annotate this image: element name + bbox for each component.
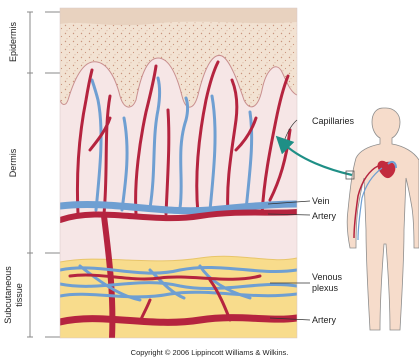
subcutaneous-label-line2: tissue <box>14 283 24 307</box>
capillaries-label: Capillaries <box>312 116 355 126</box>
layer-scale <box>27 12 60 337</box>
subcutaneous-label-line1: Subcutaneous <box>3 266 13 324</box>
artery-lower-label: Artery <box>312 315 337 325</box>
human-silhouette <box>346 108 419 330</box>
epidermis-label: Epidermis <box>8 21 18 62</box>
vein-label: Vein <box>312 196 330 206</box>
venous-plexus-label-line1: Venous <box>312 272 343 282</box>
copyright-notice: Copyright © 2006 Lippincott Williams & W… <box>0 348 419 357</box>
artery-upper-label: Artery <box>312 211 337 221</box>
dermis-label: Dermis <box>8 148 18 177</box>
venous-plexus-label-line2: plexus <box>312 283 339 293</box>
